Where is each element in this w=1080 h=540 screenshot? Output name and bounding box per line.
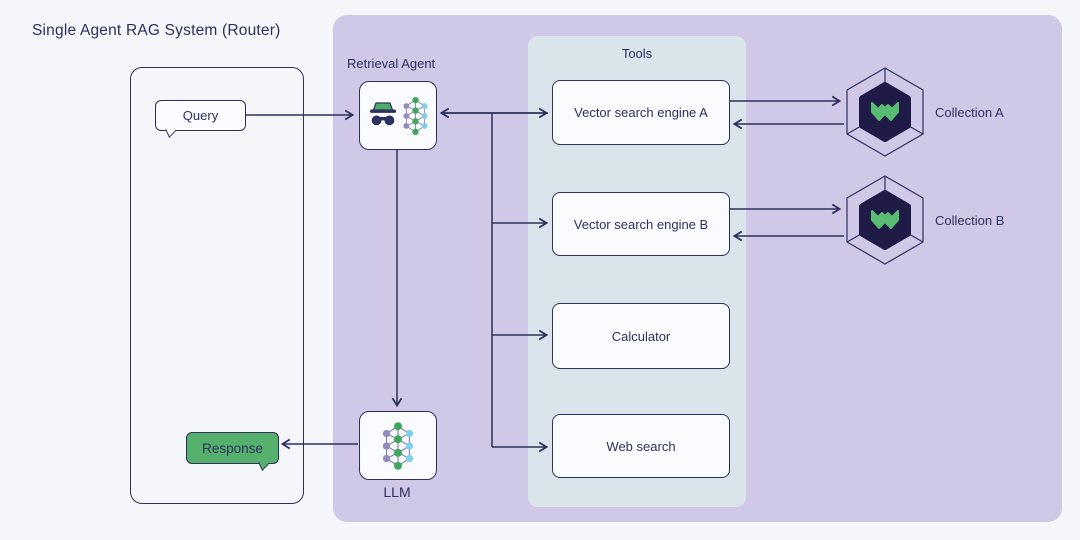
retrieval-agent-node — [359, 81, 437, 150]
llm-node — [359, 411, 437, 480]
weaviate-collection-icon — [846, 67, 924, 157]
tool-vector-search-b: Vector search engine B — [552, 192, 730, 256]
neural-network-icon — [402, 96, 428, 135]
incognito-agent-icon — [369, 101, 396, 125]
tool-label: Web search — [606, 438, 676, 454]
neural-network-icon — [382, 421, 414, 470]
tool-web-search: Web search — [552, 414, 730, 478]
tool-vector-search-a: Vector search engine A — [552, 80, 730, 145]
tool-label: Vector search engine A — [574, 105, 708, 120]
tool-label: Calculator — [611, 328, 671, 344]
response-label: Response — [202, 440, 263, 456]
llm-label: LLM — [383, 484, 411, 500]
tool-label: Vector search engine B — [573, 216, 709, 232]
retrieval-agent-label: Retrieval Agent — [347, 56, 436, 71]
collection-b-label: Collection B — [935, 213, 1005, 228]
response-bubble: Response — [186, 432, 279, 464]
user-io-container — [130, 67, 304, 504]
diagram-title: Single Agent RAG System (Router) — [32, 22, 281, 39]
tool-calculator: Calculator — [552, 303, 730, 369]
query-bubble: Query — [155, 100, 246, 131]
query-label: Query — [182, 108, 219, 123]
weaviate-collection-icon — [846, 175, 924, 265]
collection-a-label: Collection A — [935, 105, 1004, 120]
tools-panel-title: Tools — [621, 46, 653, 61]
